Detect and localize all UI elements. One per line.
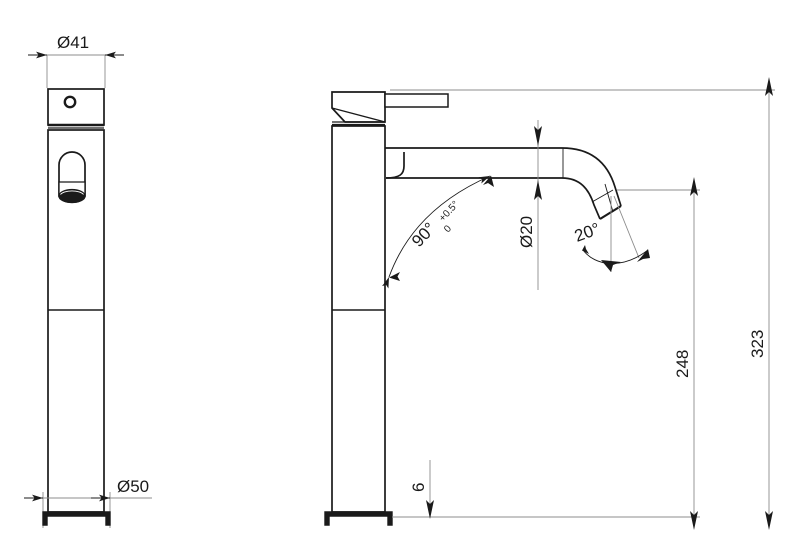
handle-cylinder-end (58, 188, 86, 204)
handle-lever-arm (384, 93, 449, 108)
dimension-label-dia-20: Ø20 (517, 216, 536, 248)
angle-arrow-center (601, 260, 621, 272)
side-base-plate (324, 511, 393, 526)
dimension-dia-50: Ø50 (24, 477, 152, 528)
base-plate-shape (324, 511, 393, 526)
dimension-height-323: 323 (390, 77, 775, 530)
base-plate-shape (42, 511, 111, 526)
aerator-detail-line-a (591, 189, 614, 203)
dimension-label-dia-50: Ø50 (117, 477, 149, 496)
dimension-label-height-248: 248 (673, 350, 692, 378)
dimension-label-height-323: 323 (748, 330, 767, 358)
dimension-label-angle-90: 90° (408, 219, 439, 251)
handle-highlight (60, 190, 84, 195)
dimension-label-angle-90-tol-upper: +0.5° (437, 199, 461, 224)
side-spout (385, 147, 622, 220)
set-screw-hole-icon (63, 95, 77, 109)
angle-arc (382, 175, 491, 289)
arrow-top (534, 126, 542, 146)
reference-angled-line (613, 195, 640, 259)
dimension-angle-90: 90° +0.5° 0 (382, 175, 494, 289)
dimension-label-angle-90-tol-lower: 0 (442, 223, 454, 235)
handle-body (331, 91, 386, 123)
front-top-cap (47, 88, 105, 129)
angle-arrow-end (483, 175, 494, 187)
arrow-bottom (534, 180, 542, 200)
arrow-top (690, 177, 698, 196)
dimension-label-dia-41: Ø41 (57, 33, 89, 52)
dimension-dia-41: Ø41 (28, 33, 124, 88)
dimension-label-angle-20: 20° (572, 219, 603, 246)
angle-arrow-right (637, 249, 650, 262)
aerator-detail-line-b (604, 183, 614, 213)
angle-arrow-start (389, 272, 400, 281)
dimension-label-thickness-6: 6 (409, 483, 428, 492)
dimension-angle-20: 20° (572, 195, 650, 272)
dimension-dia-20: Ø20 (517, 120, 542, 290)
side-view-group: 90° +0.5° 0 Ø20 20° 248 (324, 77, 775, 530)
arrow-down (426, 500, 434, 519)
angle-arrow-left (582, 245, 589, 254)
front-lever-handle (58, 151, 86, 204)
arrow-bottom (765, 511, 773, 530)
dimension-thickness-6: 6 (409, 460, 434, 519)
front-view-group: Ø41 Ø50 (24, 33, 152, 528)
side-lever-handle (331, 91, 449, 127)
arrow-top (765, 77, 773, 96)
spout-root-fillet (385, 152, 405, 179)
cap-body (47, 88, 105, 126)
dimension-height-248: 248 (392, 177, 700, 530)
aerator-end-face (599, 205, 622, 220)
spout-outer-curve (385, 147, 622, 207)
spout-inner-curve (386, 177, 601, 220)
column-outline (331, 125, 386, 513)
side-column-body (331, 125, 386, 513)
handle-bevel-line (331, 107, 386, 123)
arrow-bottom (690, 511, 698, 530)
front-base-plate (42, 511, 111, 526)
